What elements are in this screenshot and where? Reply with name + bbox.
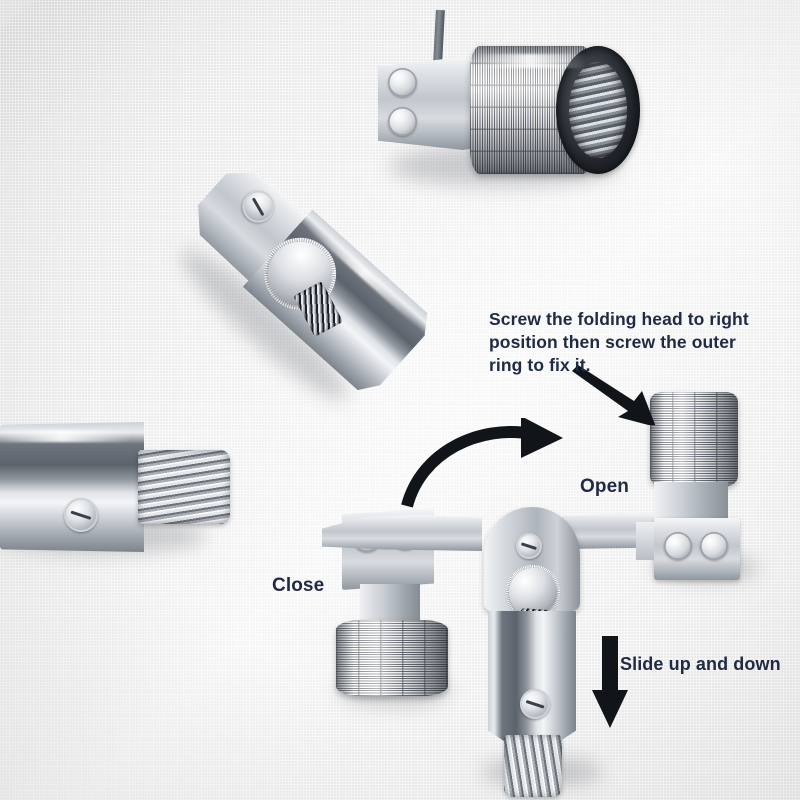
center-upper-button (516, 533, 542, 559)
diagonal-arrow-icon (572, 365, 656, 425)
open-head-knurled-ring (650, 392, 738, 486)
label-slide: Slide up and down (620, 654, 781, 674)
center-pivot-ball (509, 568, 557, 616)
top-button-upper (388, 68, 417, 97)
left-hex-body (0, 422, 144, 552)
center-set-screw (520, 689, 550, 719)
open-head-neck (654, 482, 728, 524)
center-hex-body (488, 611, 576, 741)
top-assembly (370, 9, 640, 210)
left-set-screw (64, 498, 98, 532)
bottom-open-head (636, 392, 768, 592)
open-head-tab (636, 522, 654, 560)
open-head-button-left (664, 532, 692, 560)
top-button-lower (388, 107, 417, 136)
left-assembly (0, 408, 246, 568)
instruction-text: Screw the folding head to right position… (489, 309, 749, 375)
label-open: Open (580, 476, 629, 497)
left-male-thread (138, 450, 230, 524)
closed-head-knurled-ring (336, 620, 448, 696)
closed-head-neck (360, 584, 420, 626)
down-arrow-icon (592, 636, 628, 728)
curved-arrow-icon (401, 418, 563, 508)
open-head-button-right (700, 532, 728, 560)
label-close: Close (272, 575, 325, 596)
bottom-closed-head (330, 508, 460, 708)
center-male-thread-stud (504, 735, 562, 797)
